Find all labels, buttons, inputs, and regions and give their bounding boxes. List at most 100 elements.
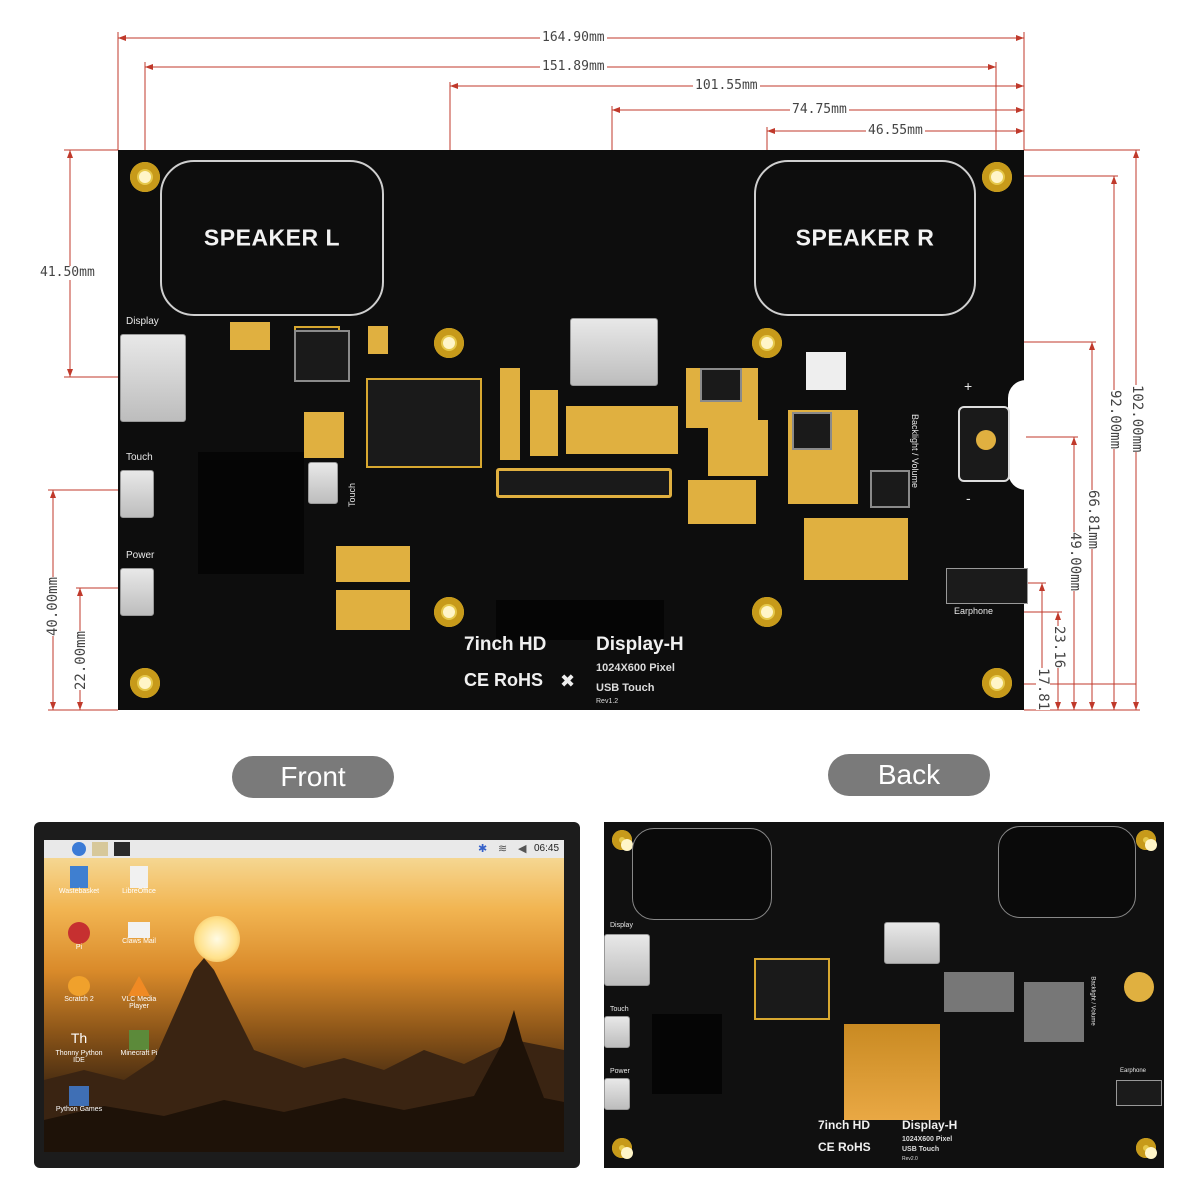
weee-icon: ✖ bbox=[560, 671, 576, 691]
usb-touch-chip-port bbox=[308, 462, 338, 504]
minecraft-icon bbox=[129, 1030, 149, 1050]
mount-hole bbox=[130, 162, 160, 192]
mount-hole bbox=[130, 668, 160, 698]
board-rev: Rev1.2 bbox=[596, 698, 619, 705]
thonny-icon: Th bbox=[70, 1030, 88, 1046]
board-title-right: Display-H bbox=[596, 634, 684, 655]
dim-102: 102.00mm bbox=[1129, 385, 1145, 453]
desktop-icon-mail[interactable]: Claws Mail bbox=[114, 922, 164, 945]
ic-chip bbox=[700, 368, 742, 402]
back-backlight-label: Backlight / Volume bbox=[1089, 976, 1096, 1026]
back-usb-power-port bbox=[604, 1078, 630, 1110]
back-main-chip bbox=[754, 958, 830, 1020]
back-ribbon-cable bbox=[844, 1024, 940, 1120]
spec-touch: USB Touch bbox=[596, 682, 655, 694]
desktop-icon-python-games[interactable]: Python Games bbox=[54, 1086, 104, 1113]
desktop-icon-minecraft[interactable]: Minecraft Pi bbox=[114, 1030, 164, 1057]
speaker-right-label: SPEAKER R bbox=[795, 224, 935, 251]
speaker-left-pad bbox=[632, 828, 772, 920]
hdmi-connector-top bbox=[570, 318, 658, 386]
desktop-icon-pi[interactable]: Pi bbox=[54, 922, 104, 951]
pad-cluster bbox=[230, 322, 270, 350]
wifi-icon[interactable]: ≋ bbox=[498, 843, 508, 855]
desktop-icon-wastebasket[interactable]: Wastebasket bbox=[54, 866, 104, 895]
desktop-icon-label: Wastebasket bbox=[58, 888, 100, 895]
taskbar: ✱ ≋ ◀ 06:45 bbox=[44, 840, 564, 858]
dark-panel bbox=[496, 600, 664, 640]
back-earphone-jack bbox=[1116, 1080, 1162, 1106]
hdmi-port bbox=[120, 334, 186, 422]
terminal-icon[interactable] bbox=[114, 842, 130, 856]
bluetooth-icon[interactable]: ✱ bbox=[478, 843, 488, 855]
desktop-icon-vlc[interactable]: VLC Media Player bbox=[114, 976, 164, 1010]
back-rev: Rev2.0 bbox=[902, 1156, 918, 1162]
backlight-label: Backlight / Volume bbox=[910, 413, 921, 489]
chip-touch-label: Touch bbox=[347, 482, 358, 508]
earphone-label: Earphone bbox=[954, 606, 994, 616]
dim-46: 46.55mm bbox=[866, 123, 925, 138]
pad-cluster bbox=[530, 390, 558, 456]
ic-chip bbox=[294, 330, 350, 382]
logo-mark bbox=[806, 352, 846, 390]
dim-hole-spacing-x: 151.89mm bbox=[540, 59, 607, 74]
board-title-left: 7inch HD bbox=[464, 634, 547, 655]
dim-74: 74.75mm bbox=[790, 102, 849, 117]
front-screen: ✱ ≋ ◀ 06:45 Wastebasket LibreOffice Pi C… bbox=[44, 840, 564, 1152]
sun bbox=[194, 916, 240, 962]
back-label: Back bbox=[828, 754, 990, 796]
desktop-icon-libreoffice[interactable]: LibreOffice bbox=[114, 866, 164, 895]
libreoffice-icon bbox=[130, 866, 148, 888]
vlc-icon bbox=[128, 976, 150, 996]
usb-power-port bbox=[120, 568, 154, 616]
mail-icon bbox=[128, 922, 150, 938]
mount-hole bbox=[434, 597, 464, 627]
mount-hole bbox=[1136, 830, 1157, 851]
board-notch bbox=[1008, 380, 1026, 490]
desktop-icon-label: Thonny Python IDE bbox=[55, 1050, 103, 1064]
backlight-plus: + bbox=[964, 378, 973, 394]
back-pad-cluster bbox=[944, 972, 1014, 1012]
dim-41: 41.50mm bbox=[38, 265, 97, 280]
pcb-board: SPEAKER L SPEAKER R Display Touch Power … bbox=[118, 150, 1028, 710]
spec-pixels: 1024X600 Pixel bbox=[596, 662, 675, 674]
mount-hole bbox=[982, 668, 1012, 698]
pad-cluster bbox=[500, 368, 520, 460]
pad-cluster bbox=[566, 406, 678, 454]
back-usb-touch-port bbox=[604, 1016, 630, 1048]
dim-101: 101.55mm bbox=[693, 78, 760, 93]
desktop-icon-label: Claws Mail bbox=[122, 938, 156, 945]
dim-92: 92.00mm bbox=[1107, 390, 1123, 450]
back-port-power-label: Power bbox=[610, 1068, 630, 1075]
wastebasket-icon bbox=[70, 866, 88, 888]
back-cert-marks: CE RoHS bbox=[818, 1140, 871, 1154]
menu-icon[interactable] bbox=[72, 842, 86, 856]
desktop-icon-thonny[interactable]: Th Thonny Python IDE bbox=[54, 1030, 104, 1064]
dim-width-overall: 164.90mm bbox=[540, 30, 607, 45]
desktop-icon-label: Python Games bbox=[55, 1106, 103, 1113]
back-board: Display Touch Power Backlight / Volume E… bbox=[604, 822, 1164, 1168]
python-games-icon bbox=[69, 1086, 89, 1106]
usb-touch-port bbox=[120, 470, 154, 518]
dim-40: 40.00mm bbox=[45, 576, 61, 636]
desktop-icon-label: Scratch 2 bbox=[64, 996, 94, 1003]
dark-panel bbox=[198, 452, 304, 574]
pad-cluster bbox=[336, 546, 410, 582]
files-icon[interactable] bbox=[92, 842, 108, 856]
dim-23: 23.16 bbox=[1051, 626, 1067, 669]
back-port-touch-label: Touch bbox=[610, 1006, 629, 1013]
desktop-icon-label: Pi bbox=[75, 944, 83, 951]
volume-icon[interactable]: ◀ bbox=[518, 843, 527, 855]
mount-hole bbox=[612, 830, 633, 851]
scratch-icon bbox=[68, 976, 90, 996]
dim-22: 22.00mm bbox=[73, 630, 89, 690]
back-pad-cluster bbox=[1024, 982, 1084, 1042]
pad-cluster bbox=[304, 412, 344, 458]
pad-cluster bbox=[708, 420, 768, 476]
desktop-icon-scratch[interactable]: Scratch 2 bbox=[54, 976, 104, 1003]
desktop-icon-label: Minecraft Pi bbox=[120, 1050, 158, 1057]
back-backlight-knob bbox=[1124, 972, 1154, 1002]
mount-hole bbox=[982, 162, 1012, 192]
back-title-left: 7inch HD bbox=[818, 1118, 871, 1132]
port-touch-label: Touch bbox=[126, 452, 153, 463]
main-chip bbox=[366, 378, 482, 468]
